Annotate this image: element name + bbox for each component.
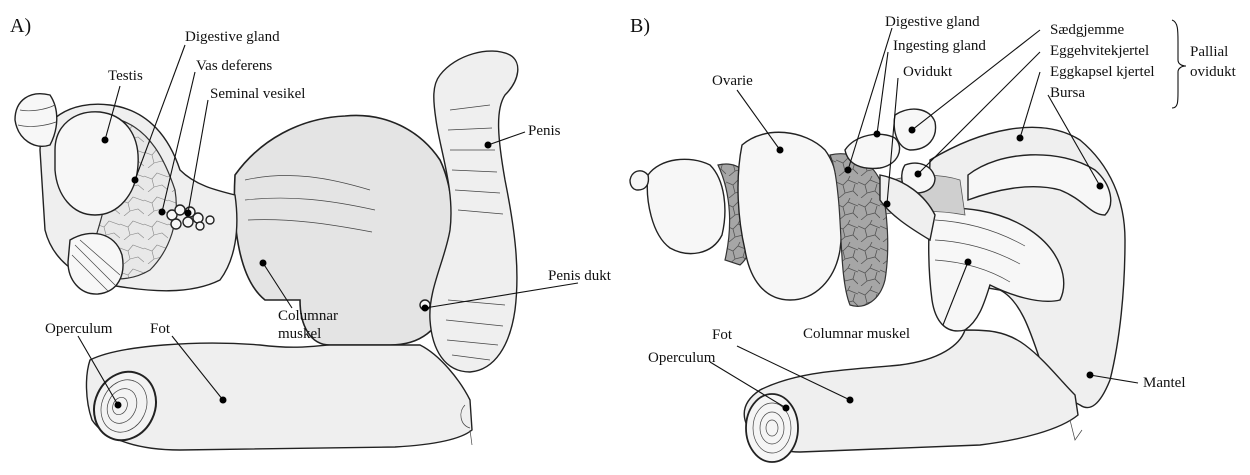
label-saedgjemme: Sædgjemme: [1050, 22, 1125, 38]
label-eggkapsel-kjertel: Eggkapsel kjertel: [1050, 64, 1155, 80]
label-fot-a: Fot: [150, 321, 171, 337]
label-ovidukt: Ovidukt: [903, 64, 953, 80]
label-columnar-muskel-a-line1: Columnar: [278, 308, 338, 324]
label-operculum-a: Operculum: [45, 321, 113, 337]
pallial-bracket: [1172, 20, 1186, 108]
label-eggehvitekjertel: Eggehvitekjertel: [1050, 43, 1149, 59]
panel-b-tag: B): [630, 15, 650, 37]
label-vas-deferens: Vas deferens: [196, 58, 272, 74]
label-penis-dukt: Penis dukt: [548, 268, 612, 284]
operculum-b-shape: [746, 394, 798, 462]
label-ovarie: Ovarie: [712, 73, 753, 89]
label-seminal-vesikel: Seminal vesikel: [210, 86, 305, 102]
label-bursa: Bursa: [1050, 85, 1085, 101]
panel-b: B): [630, 14, 1237, 462]
label-digestive-gland-b: Digestive gland: [885, 14, 980, 30]
label-pallial-line2: ovidukt: [1190, 64, 1237, 80]
label-penis: Penis: [528, 123, 561, 139]
ovarie-shape: [738, 132, 842, 300]
label-operculum-b: Operculum: [648, 350, 716, 366]
label-digestive-gland-a: Digestive gland: [185, 29, 280, 45]
label-pallial-line1: Pallial: [1190, 44, 1228, 60]
label-testis: Testis: [108, 68, 143, 84]
panel-a: A): [10, 15, 612, 450]
label-fot-b: Fot: [712, 327, 733, 343]
label-columnar-muskel-a-line2: muskel: [278, 326, 321, 342]
columnar-muscle-shape: [234, 115, 453, 345]
testis-shape: [55, 112, 138, 215]
label-columnar-muskel-b: Columnar muskel: [803, 326, 910, 342]
panel-a-tag: A): [10, 15, 31, 37]
label-ingesting-gland: Ingesting gland: [893, 38, 986, 54]
label-mantel: Mantel: [1143, 375, 1186, 391]
